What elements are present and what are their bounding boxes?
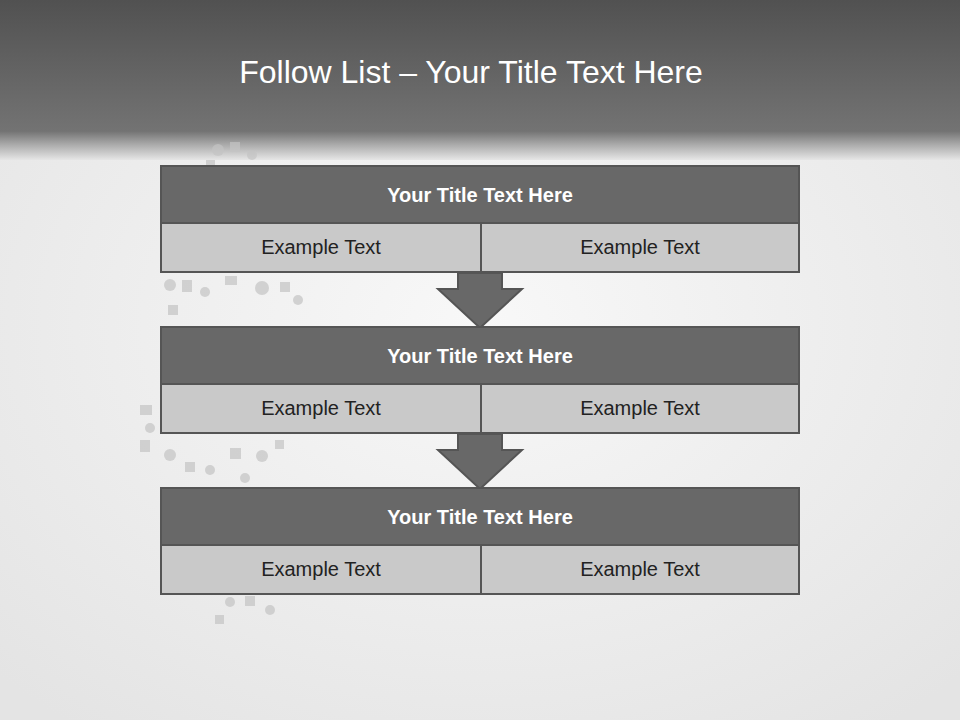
step-heading: Your Title Text Here bbox=[162, 489, 798, 529]
step-box: Your Title Text HereExample TextExample … bbox=[160, 326, 800, 434]
block-arrow bbox=[438, 273, 522, 328]
step-box: Your Title Text HereExample TextExample … bbox=[160, 165, 800, 273]
example-cell: Example Text bbox=[480, 544, 798, 593]
example-cell: Example Text bbox=[162, 383, 480, 432]
example-cell: Example Text bbox=[162, 544, 480, 593]
step-heading: Your Title Text Here bbox=[162, 167, 798, 207]
cell-text: Example Text bbox=[482, 558, 798, 581]
example-cell: Example Text bbox=[162, 222, 480, 271]
cell-text: Example Text bbox=[162, 236, 480, 259]
step-box: Your Title Text HereExample TextExample … bbox=[160, 487, 800, 595]
cell-text: Example Text bbox=[482, 236, 798, 259]
slide-title: Follow List – Your Title Text Here bbox=[0, 54, 942, 91]
step-heading: Your Title Text Here bbox=[162, 328, 798, 368]
example-cell: Example Text bbox=[480, 383, 798, 432]
cell-text: Example Text bbox=[482, 397, 798, 420]
block-arrow bbox=[438, 434, 522, 489]
cell-text: Example Text bbox=[162, 397, 480, 420]
example-cell: Example Text bbox=[480, 222, 798, 271]
header-band bbox=[0, 0, 960, 160]
cell-text: Example Text bbox=[162, 558, 480, 581]
